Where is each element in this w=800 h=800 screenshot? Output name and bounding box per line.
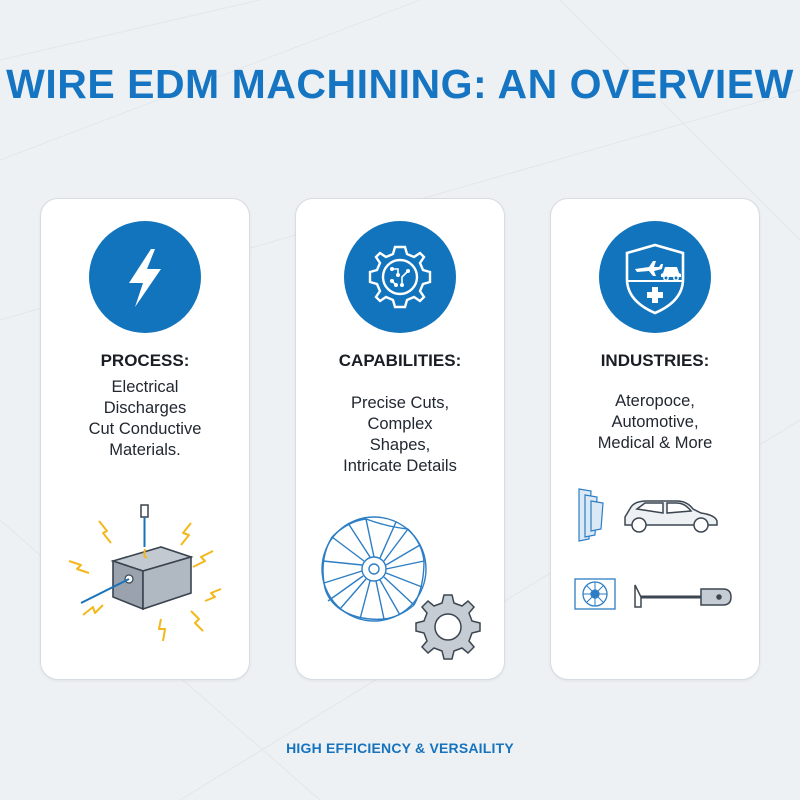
turbine-and-gear-illustration [321, 516, 481, 660]
footer-tagline: HIGH EFFICIENCY & VERSAILITY [286, 740, 514, 756]
industries-card: INDUSTRIES: Ateropoce, Automotive, Medic… [550, 198, 760, 680]
process-line-1: Electrical [111, 378, 179, 396]
process-description: Electrical Discharges Cut Conductive Mat… [47, 377, 243, 461]
industries-description: Ateropoce, Automotive, Medical & More [557, 391, 753, 454]
car-icon [624, 500, 718, 533]
capabilities-line-3: Shapes, [369, 436, 431, 454]
turbine-blade-icon [578, 488, 604, 542]
industries-line-1: Ateropoce, [615, 392, 695, 410]
lightning-bolt-icon [89, 221, 201, 333]
process-line-2: Discharges [103, 399, 187, 417]
circuit-gear-icon [344, 221, 456, 333]
industry-shield-icon [599, 221, 711, 333]
process-heading: PROCESS: [100, 351, 190, 370]
capabilities-line-1: Precise Cuts, [350, 394, 450, 412]
process-line-3: Cut Conductive [88, 420, 202, 438]
capabilities-line-4: Intricate Details [343, 457, 457, 475]
capabilities-heading: CAPABILITIES: [338, 351, 462, 370]
medical-tool-icon [634, 584, 732, 608]
page-title: WIRE EDM MACHINING: AN OVERVIEW [6, 61, 794, 107]
capabilities-card: CAPABILITIES: Precise Cuts, Complex Shap… [295, 198, 505, 680]
industries-heading: INDUSTRIES: [600, 351, 710, 370]
industry-parts-illustration [574, 488, 732, 610]
capabilities-description: Precise Cuts, Complex Shapes, Intricate … [302, 393, 498, 477]
industries-line-2: Automotive, [611, 413, 699, 431]
industries-line-3: Medical & More [597, 434, 713, 452]
engine-fan-icon [574, 578, 616, 610]
process-card: PROCESS: Electrical Discharges Cut Condu… [40, 198, 250, 680]
process-line-4: Materials. [109, 441, 181, 459]
capabilities-line-2: Complex [367, 415, 433, 433]
wire-cutting-block-illustration [68, 504, 222, 642]
